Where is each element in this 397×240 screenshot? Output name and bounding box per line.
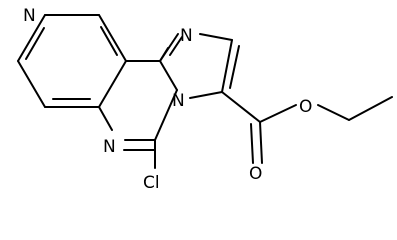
bond: [17, 14, 46, 62]
bond: [259, 104, 297, 123]
bond: [17, 60, 46, 108]
pyridine-ring: [17, 14, 127, 108]
bond: [159, 33, 179, 62]
bond: [189, 91, 223, 99]
ester-group: [221, 91, 393, 164]
bond: [98, 60, 127, 108]
bond: [259, 121, 263, 164]
bond: [169, 36, 183, 56]
bond: [348, 96, 393, 121]
bond: [221, 91, 261, 123]
bond: [250, 123, 254, 164]
bond: [159, 60, 178, 91]
atom-label-pyrimidine-n: N: [103, 137, 116, 157]
bond: [154, 89, 178, 141]
bond: [229, 45, 240, 89]
bond: [98, 14, 127, 62]
bond: [98, 106, 113, 131]
atom-label-imidazole-n: N: [180, 26, 193, 46]
bond: [317, 104, 350, 121]
atom-label-ester-o-ether: O: [299, 97, 312, 117]
imidazole-ring: [159, 33, 240, 99]
structure-drawing: N N N N O O Cl: [17, 6, 393, 193]
bond: [25, 27, 45, 60]
atom-label-chlorine: Cl: [143, 173, 160, 193]
atom-label-pyridine-n: N: [23, 6, 36, 26]
atom-label-bridge-n: N: [172, 91, 185, 111]
atom-labels: N N N N O O Cl: [23, 6, 312, 193]
pyrimidine-ring: [98, 47, 178, 151]
atom-label-ester-o-carbonyl: O: [249, 164, 262, 184]
bond: [221, 39, 233, 93]
bond: [100, 26, 118, 56]
molecule-svg: N N N N O O Cl: [17, 6, 393, 193]
bond: [199, 33, 233, 41]
